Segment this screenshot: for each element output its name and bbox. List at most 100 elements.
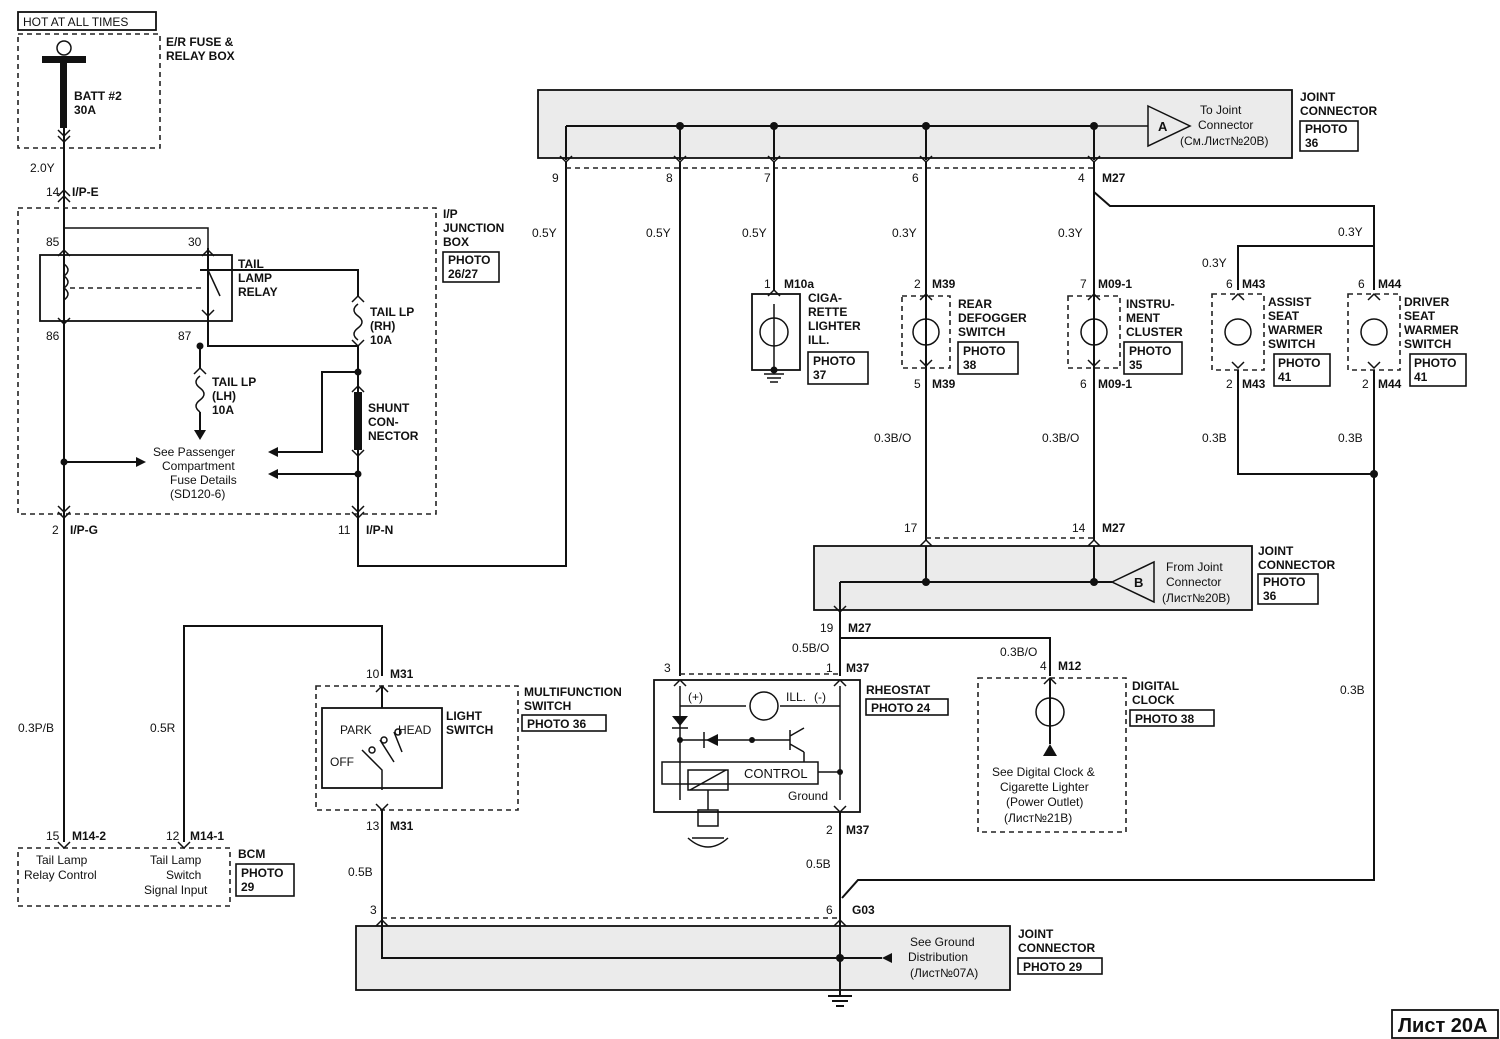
batt-fuse-amp: 30A: [74, 103, 96, 117]
instr-bulb-icon: [1080, 318, 1108, 346]
er-fuse-box: [17, 33, 161, 149]
joint-bot-see-3: (Лист№07A): [910, 966, 978, 980]
wire-bcm-to-multifunction: [183, 625, 383, 842]
rear-l2: DEFOGGER: [958, 311, 1027, 325]
joint-connector-top: [537, 89, 1293, 159]
rheo-knob-base: [687, 837, 729, 848]
wire-label-0-5y-b: 0.5Y: [646, 226, 671, 240]
diode-icon: [706, 734, 718, 746]
ipj-photo-1: PHOTO: [448, 253, 490, 267]
joint-mid-bus: [840, 546, 1112, 583]
connector-chevron: [833, 805, 847, 814]
joint-top-drops: [565, 126, 1095, 160]
pin-rheo-2: 2: [826, 823, 833, 837]
er-box-label-2: RELAY BOX: [166, 49, 235, 63]
fuse-lh-l3: 10A: [212, 403, 234, 417]
battery-terminal-icon: [56, 40, 72, 56]
pin-instr-7: 7: [1080, 277, 1087, 291]
conn-m31-a: M31: [390, 667, 414, 681]
see-passenger-l1: See Passenger: [153, 445, 235, 459]
switch-contact-dot: [368, 746, 376, 754]
multi-l1: MULTIFUNCTION: [524, 685, 622, 699]
clock-see-1: See Digital Clock &: [992, 765, 1095, 779]
shunt-l1: SHUNT: [368, 401, 410, 415]
rheo-ground: Ground: [788, 789, 828, 803]
splice-dot: [922, 578, 930, 586]
bcm-photo-box: [235, 863, 295, 897]
connector-chevron: [375, 918, 847, 927]
diode-icon: [672, 716, 688, 726]
fuse-rh-l1: TAIL LP: [370, 305, 414, 319]
pin-joint-14: 14: [1072, 521, 1086, 535]
wire-to-clock: [840, 637, 1051, 676]
conn-g03: G03: [852, 903, 875, 917]
fuse-rh-icon: [353, 303, 363, 341]
relay-label-2: LAMP: [238, 271, 272, 285]
joint-mid-photo-box: [1257, 573, 1319, 605]
bcm-photo-2: 29: [241, 880, 255, 894]
instr-l1: INSTRU-: [1126, 297, 1175, 311]
joint-top-to-1: To Joint: [1200, 103, 1242, 117]
shunt-l2: CON-: [368, 415, 399, 429]
rear-photo-box: [957, 341, 1019, 375]
tail-lamp-relay-box: [39, 254, 233, 322]
rheo-title: RHEOSTAT: [866, 683, 931, 697]
rheo-control: CONTROL: [744, 766, 808, 781]
conn-m37-a: M37: [846, 661, 870, 675]
multi-l2: SWITCH: [524, 699, 571, 713]
cigar-lighter-box: [751, 293, 801, 371]
rheo-ill: ILL.: [786, 690, 806, 704]
connector-chevron: [57, 129, 71, 144]
pin-m31-10: 10: [366, 667, 380, 681]
pin-ipg: 2: [52, 523, 59, 537]
pin-driver-6: 6: [1358, 277, 1365, 291]
pin-instr-6: 6: [1080, 377, 1087, 391]
clock-photo-box: [1129, 709, 1215, 727]
transistor-icon: [789, 727, 805, 762]
wire-label-0-5bo: 0.5B/O: [792, 641, 829, 655]
driver-seat-box: [1347, 293, 1401, 371]
wire-label-0-5r: 0.5R: [150, 721, 176, 735]
joint-mid-photo-1: PHOTO: [1263, 575, 1305, 589]
joint-b-triangle-icon: [1110, 560, 1155, 604]
joint-mid-from-1: From Joint: [1166, 560, 1223, 574]
conn-m091-a: M09-1: [1098, 277, 1132, 291]
pin-rheo-3: 3: [664, 661, 671, 675]
driver-photo-1: PHOTO: [1414, 356, 1456, 370]
rheo-resistor-slash: [689, 769, 727, 791]
fuse-lh-icon: [195, 375, 205, 413]
clock-l1: DIGITAL: [1132, 679, 1179, 693]
pin-rear-5: 5: [914, 377, 921, 391]
wire-label-0-3pb: 0.3P/B: [18, 721, 54, 735]
ip-junction-box: [17, 207, 437, 515]
ipj-label-2: JUNCTION: [443, 221, 504, 235]
pin-ipn: 11: [338, 523, 351, 537]
joint-a-tag: A: [1158, 119, 1168, 134]
conn-m37-b: M37: [846, 823, 870, 837]
switch-contact-dot: [380, 736, 388, 744]
assist-l2: SEAT: [1268, 309, 1300, 323]
fuse-lh-l1: TAIL LP: [212, 375, 256, 389]
rheo-photo: PHOTO 24: [871, 701, 930, 715]
pin-joint-9: 9: [552, 171, 559, 185]
pin-rear-2: 2: [914, 277, 921, 291]
rheostat-box: [653, 679, 861, 813]
rheo-plus: (+): [688, 690, 703, 704]
splice-dot: [770, 366, 778, 374]
pin-cigar-1: 1: [764, 277, 771, 291]
hot-at-all-times-label: HOT AT ALL TIMES: [23, 15, 128, 29]
connector-chevron: [57, 841, 191, 850]
pin-rheo-1: 1: [826, 661, 833, 675]
connector-chevron: [375, 803, 389, 812]
rheo-ill-bulb-icon: [749, 691, 779, 721]
joint-top-l2: CONNECTOR: [1300, 104, 1377, 118]
pin-ipe: 14: [46, 185, 60, 199]
pin-bcm-15: 15: [46, 829, 60, 843]
cigar-photo-1: PHOTO: [813, 354, 855, 368]
bcm-title: BCM: [238, 847, 265, 861]
rear-bulb-icon: [912, 318, 940, 346]
bcm-c1-l1: Tail Lamp: [36, 853, 88, 867]
assist-bulb-icon: [1224, 318, 1252, 346]
arrow-right-icon: [136, 457, 146, 467]
splice-dot: [837, 769, 843, 775]
